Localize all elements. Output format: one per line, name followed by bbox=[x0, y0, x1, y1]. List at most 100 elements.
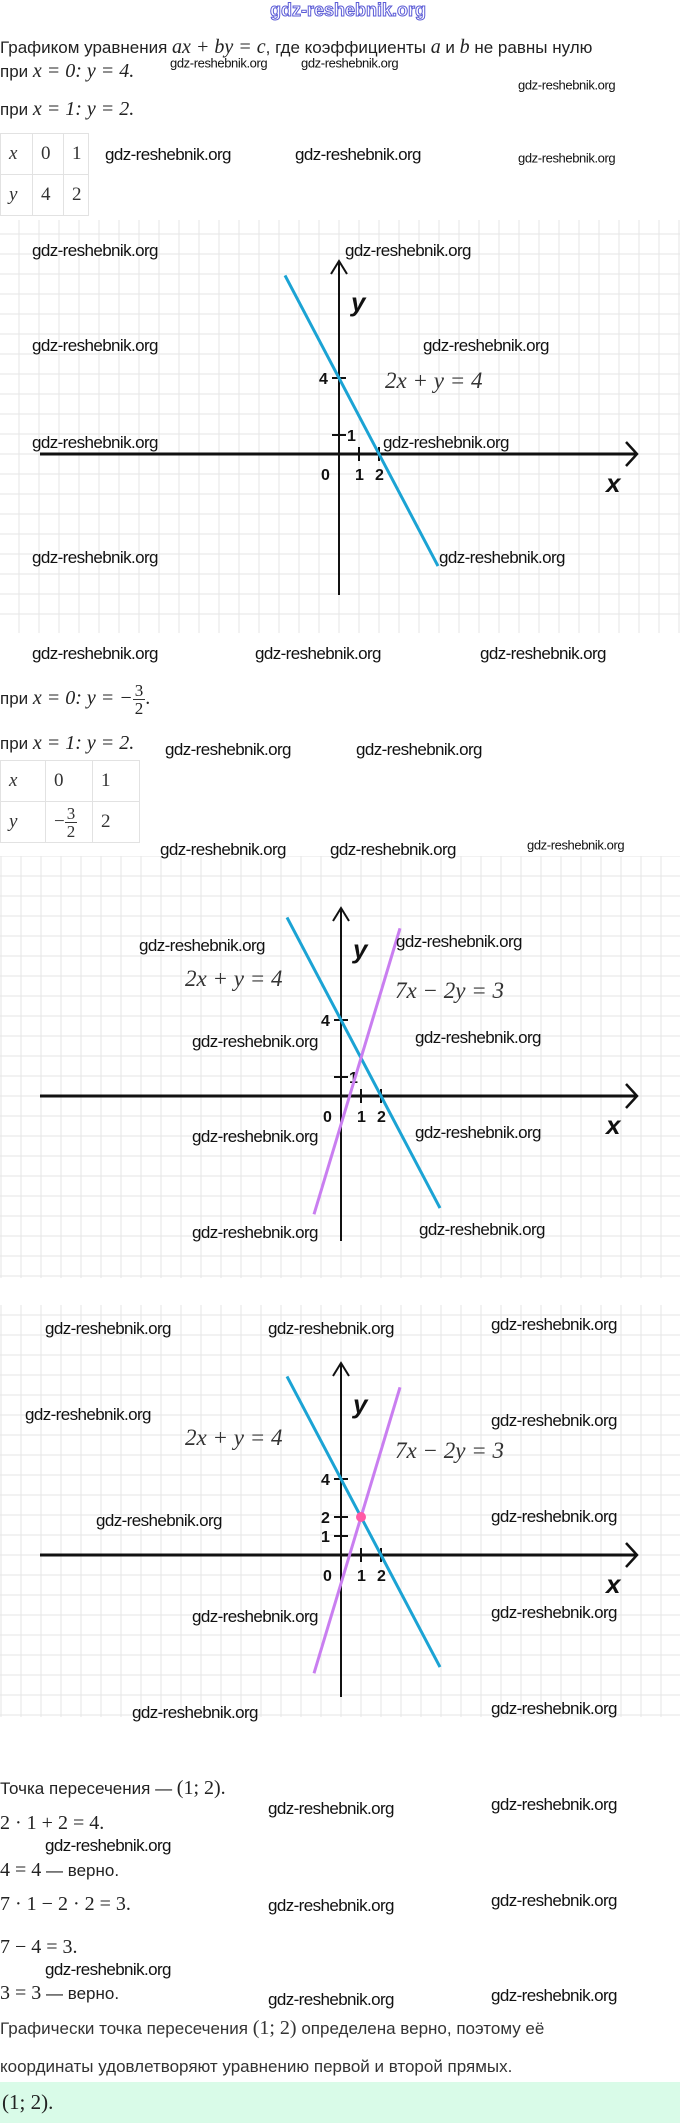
text: определена верно, поэтому её bbox=[296, 2019, 545, 2038]
check-line-5: 3 = 3 — верно. bbox=[0, 1982, 119, 2005]
watermark: gdz-reshebnik.org bbox=[415, 1028, 541, 1047]
watermark: gdz-reshebnik.org bbox=[32, 644, 158, 663]
pre-text: при bbox=[0, 62, 33, 81]
watermark: gdz-reshebnik.org bbox=[192, 1032, 318, 1051]
watermark: gdz-reshebnik.org bbox=[491, 1986, 617, 2005]
equation-label-2: 7x − 2y = 3 bbox=[395, 978, 504, 1003]
intro-var-b: b bbox=[459, 36, 470, 58]
table-cell: 0 bbox=[32, 133, 64, 175]
graph-line-2 bbox=[312, 927, 402, 1215]
watermark: gdz-reshebnik.org bbox=[25, 1405, 151, 1424]
watermark: gdz-reshebnik.org bbox=[192, 1223, 318, 1242]
math: (1; 2). bbox=[176, 1777, 226, 1799]
watermark: gdz-reshebnik.org bbox=[356, 740, 482, 759]
x-tick-label: 2 bbox=[377, 1568, 386, 1585]
y-axis-label: y bbox=[351, 934, 369, 964]
watermark: gdz-reshebnik.org bbox=[132, 1703, 258, 1722]
step2-line2: при x = 1: y = 2. bbox=[0, 732, 134, 755]
watermark: gdz-reshebnik.org bbox=[491, 1795, 617, 1814]
table-cell: 0 bbox=[45, 760, 93, 802]
intersection-point bbox=[356, 1512, 366, 1522]
origin-label: 0 bbox=[321, 467, 330, 484]
watermark: gdz-reshebnik.org bbox=[32, 433, 158, 452]
watermark: gdz-reshebnik.org bbox=[45, 1836, 171, 1855]
text: Графически точка пересечения bbox=[0, 2019, 253, 2038]
intro-equation: ax + by = c bbox=[172, 36, 266, 58]
y-tick-label: 4 bbox=[319, 371, 328, 388]
text: Точка пересечения — bbox=[0, 1779, 177, 1798]
y-tick-label: 4 bbox=[321, 1472, 330, 1489]
y-axis-arrow bbox=[332, 1361, 350, 1377]
x-axis-label: x bbox=[604, 1110, 622, 1140]
y-axis-arrow bbox=[330, 259, 348, 275]
table-cell: y bbox=[0, 174, 33, 216]
table-cell: y bbox=[0, 801, 46, 843]
watermark: gdz-reshebnik.org bbox=[491, 1315, 617, 1334]
watermark: gdz-reshebnik.org bbox=[415, 1123, 541, 1142]
math: 3 = 3 bbox=[0, 1982, 42, 2004]
math: x = 1: y = 2. bbox=[32, 98, 135, 120]
math: 4 = 4 bbox=[0, 1859, 42, 1881]
x-axis-label: x bbox=[604, 1569, 622, 1599]
watermark: gdz-reshebnik.org bbox=[32, 336, 158, 355]
step1-line1: при x = 0: y = 4. bbox=[0, 60, 134, 83]
y-tick-label: 4 bbox=[321, 1013, 330, 1030]
table-cell: 1 bbox=[92, 760, 140, 802]
math: x = 0: y = − bbox=[32, 686, 133, 709]
table-cell: 1 bbox=[63, 133, 89, 175]
watermark: gdz-reshebnik.org bbox=[255, 644, 381, 663]
watermark: gdz-reshebnik.org bbox=[32, 241, 158, 260]
watermark: gdz-reshebnik.org bbox=[527, 837, 625, 853]
watermark: gdz-reshebnik.org bbox=[330, 840, 456, 859]
watermark: gdz-reshebnik.org bbox=[268, 1799, 394, 1818]
watermark: gdz-reshebnik.org bbox=[518, 77, 616, 93]
intro-t1: Графиком уравнения bbox=[0, 38, 173, 57]
watermark: gdz-reshebnik.org bbox=[96, 1511, 222, 1530]
check-line-3: 7 · 1 − 2 · 2 = 3. bbox=[0, 1893, 131, 1915]
table-row: x 0 1 bbox=[0, 133, 89, 175]
table-cell: 4 bbox=[32, 174, 64, 216]
watermark: gdz-reshebnik.org bbox=[268, 1896, 394, 1915]
equation-label-2: 7x − 2y = 3 bbox=[395, 1438, 504, 1463]
denominator: 2 bbox=[66, 821, 76, 841]
x-tick-label: 2 bbox=[377, 1109, 386, 1126]
watermark: gdz-reshebnik.org bbox=[301, 55, 399, 71]
table-row: x 0 1 bbox=[0, 760, 140, 802]
numerator: 3 bbox=[132, 681, 146, 700]
watermark: gdz-reshebnik.org bbox=[491, 1891, 617, 1910]
watermark: gdz-reshebnik.org bbox=[439, 548, 565, 567]
y-tick-label: 1 bbox=[321, 1529, 330, 1546]
watermark: gdz-reshebnik.org bbox=[160, 840, 286, 859]
x-axis-arrow bbox=[625, 1542, 639, 1568]
intro-t4: не равны нулю bbox=[469, 38, 593, 57]
watermark: gdz-reshebnik.org bbox=[491, 1603, 617, 1622]
table-cell: 2 bbox=[92, 801, 140, 843]
watermark: gdz-reshebnik.org bbox=[491, 1507, 617, 1526]
watermark: gdz-reshebnik.org bbox=[419, 1220, 545, 1239]
watermark: gdz-reshebnik.org bbox=[295, 145, 421, 164]
watermark: gdz-reshebnik.org bbox=[45, 1960, 171, 1979]
y-axis-arrow bbox=[332, 906, 350, 922]
watermark: gdz-reshebnik.org bbox=[105, 145, 231, 164]
answer-box: (1; 2). bbox=[0, 2082, 680, 2123]
y-tick-label: 1 bbox=[347, 428, 356, 445]
watermark: gdz-reshebnik.org bbox=[423, 336, 549, 355]
pre-text: при bbox=[0, 688, 33, 708]
watermark: gdz-reshebnik.org bbox=[139, 936, 265, 955]
table-cell: x bbox=[0, 133, 33, 175]
table-row: y 4 2 bbox=[0, 174, 89, 216]
x-tick-label: 2 bbox=[375, 467, 384, 484]
watermark: gdz-reshebnik.org bbox=[165, 740, 291, 759]
watermark: gdz-reshebnik.org bbox=[268, 1990, 394, 2009]
numerator: 3 bbox=[64, 803, 78, 823]
math: . bbox=[145, 686, 151, 709]
watermark: gdz-reshebnik.org bbox=[192, 1127, 318, 1146]
origin-label: 0 bbox=[323, 1568, 332, 1585]
